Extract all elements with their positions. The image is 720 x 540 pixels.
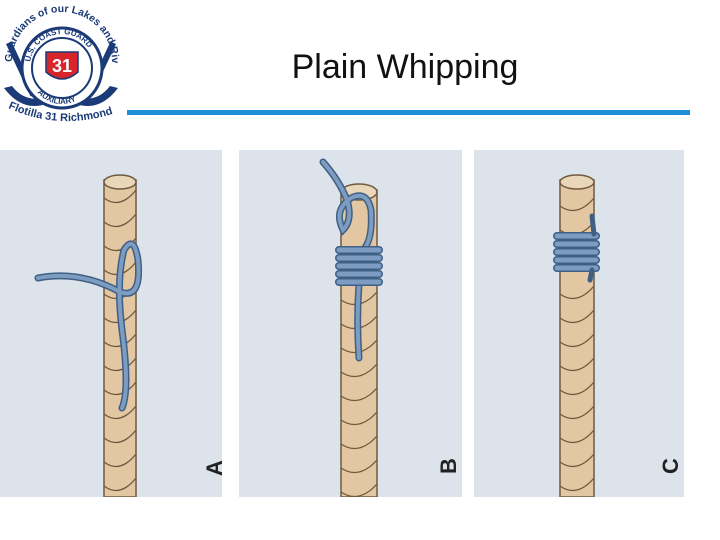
title-underline <box>127 110 690 115</box>
step-a-panel: A <box>0 150 222 497</box>
step-b-panel: B <box>239 150 462 497</box>
slide-title: Plain Whipping <box>291 48 519 86</box>
step-b-label: B <box>436 458 461 474</box>
step-c-label: C <box>658 458 683 474</box>
rope <box>559 174 595 497</box>
twine <box>34 240 143 412</box>
twine <box>553 213 600 283</box>
step-a-label: A <box>202 460 222 476</box>
twine <box>319 158 383 362</box>
logo-emblem-number: 31 <box>52 56 72 76</box>
coast-guard-auxiliary-logo: Guardians of our Lakes and Rivers U.S. C… <box>0 0 122 132</box>
step-c-panel: C <box>474 150 684 497</box>
